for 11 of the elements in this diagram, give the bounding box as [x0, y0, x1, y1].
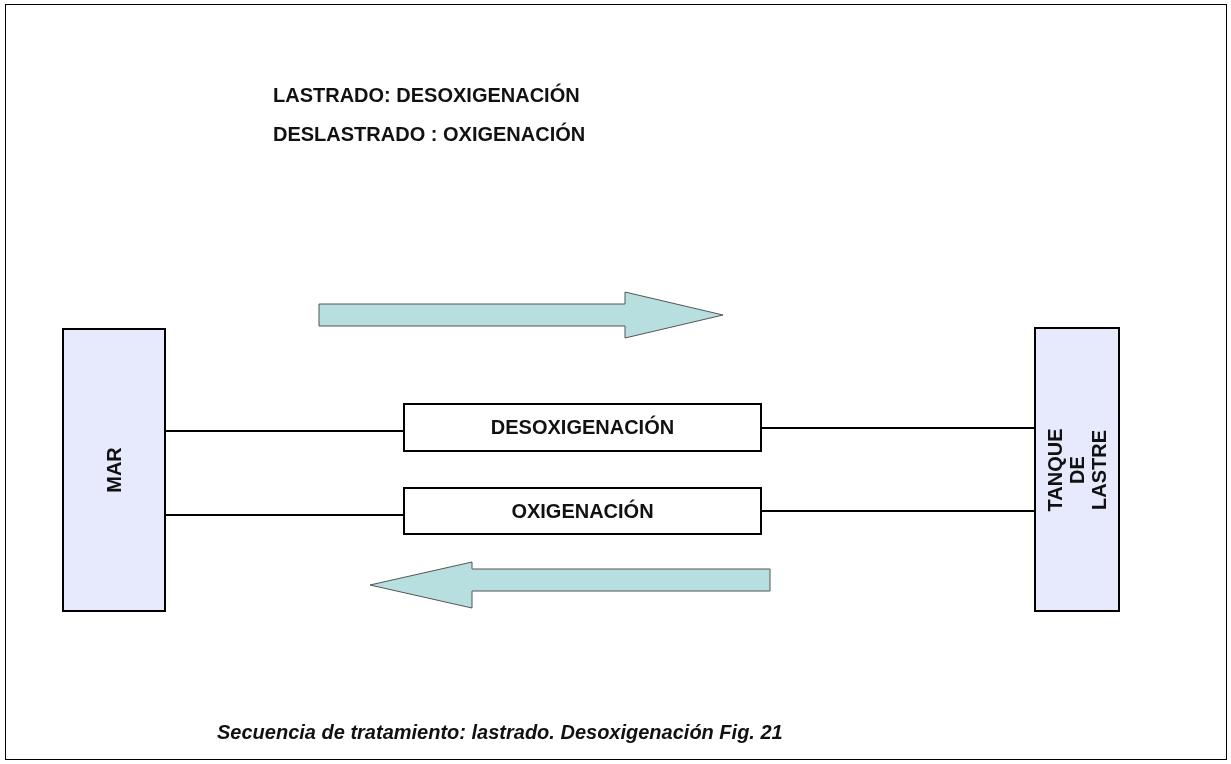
- connector-line: [761, 510, 1035, 512]
- process-box: DESOXIGENACIÓN: [403, 403, 762, 452]
- tank-box: TANQUE DE LASTRE: [1034, 327, 1120, 612]
- figure-caption: Secuencia de tratamiento: lastrado. Desoxigenación Fig. 21: [217, 721, 783, 744]
- heading-text: DESLASTRADO : OXIGENACIÓN: [273, 123, 586, 146]
- heading-text: LASTRADO: DESOXIGENACIÓN: [273, 84, 580, 107]
- connector-line: [761, 427, 1035, 429]
- connector-line: [165, 430, 404, 432]
- process-box: OXIGENACIÓN: [403, 487, 762, 535]
- connector-line: [165, 514, 404, 516]
- sea-box: MAR: [62, 328, 166, 612]
